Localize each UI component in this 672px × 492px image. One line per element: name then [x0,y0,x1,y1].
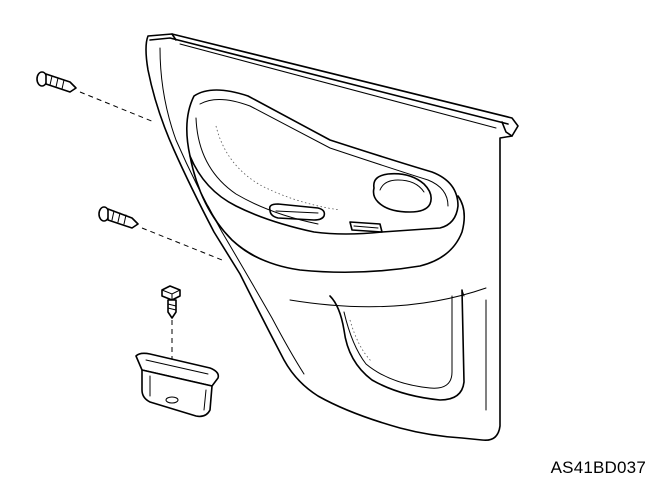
upper-screw-guide-line [79,91,155,123]
figure-reference-code: AS41BD037 [550,458,646,477]
door-trim-panel [145,33,519,442]
upper-trim-screw [36,71,77,93]
door-pull-cup [135,352,220,418]
lower-trim-screw [98,206,139,229]
lower-screw-guide-line [141,227,223,261]
pull-cup-screw [161,285,181,319]
